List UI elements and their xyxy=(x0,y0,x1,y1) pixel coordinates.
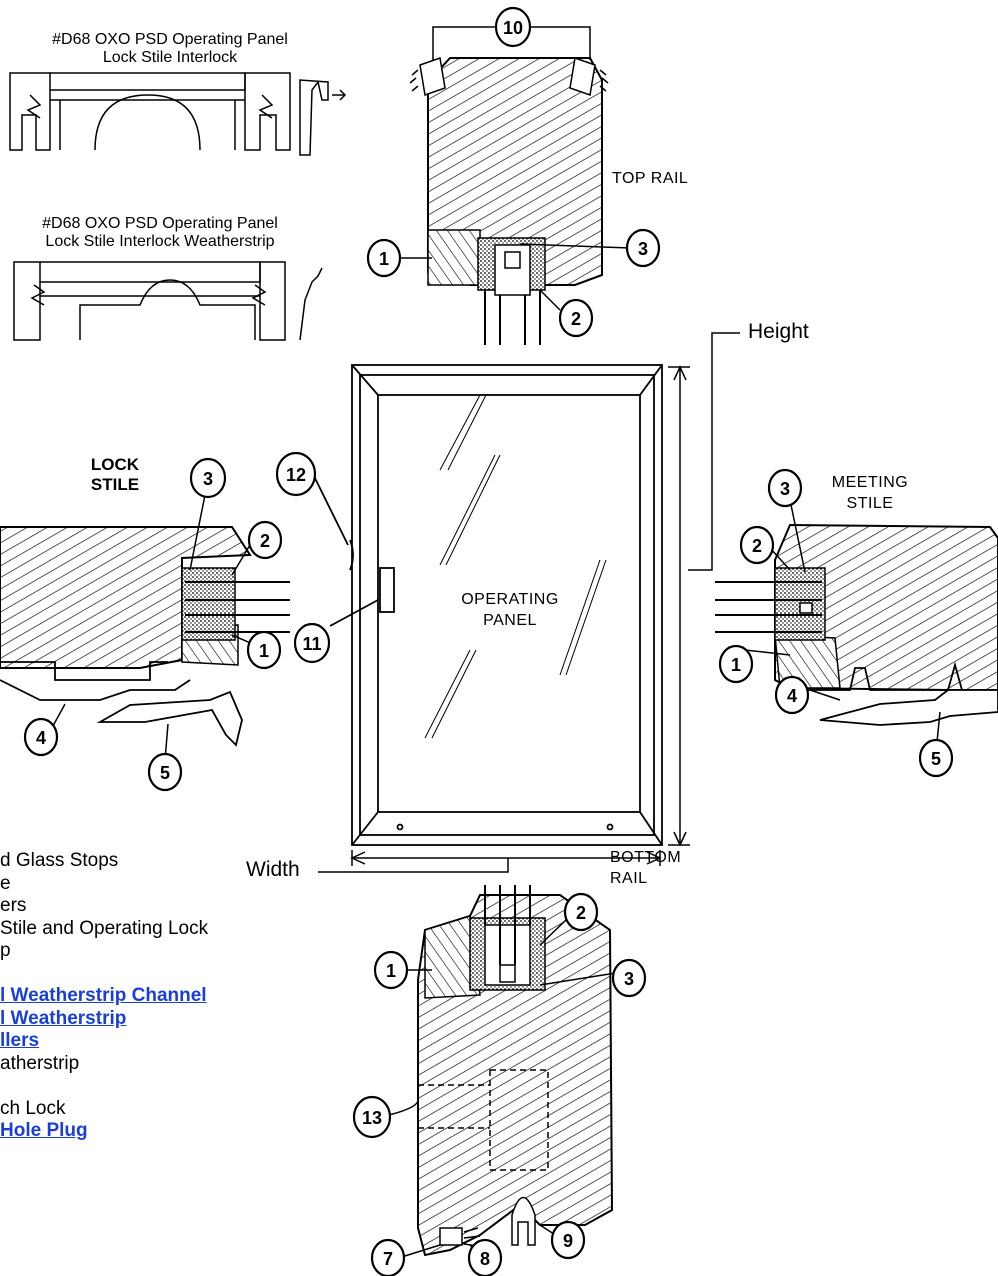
callout-meeting-1: 1 xyxy=(731,655,741,675)
weatherstrip-caption-line1: #D68 OXO PSD Operating Panel xyxy=(42,215,278,232)
operating-panel-label-line1: OPERATING xyxy=(461,591,559,608)
operating-panel-label-line2: PANEL xyxy=(483,612,537,629)
callout-top-2: 2 xyxy=(571,309,581,329)
lock-stile-label-line2: STILE xyxy=(90,475,140,494)
callout-panel-12: 12 xyxy=(286,465,306,485)
lock-stile-label-line1: LOCK xyxy=(90,455,140,474)
top-rail-label: TOP RAIL xyxy=(612,170,689,187)
legend-item: ch Lock xyxy=(0,1097,66,1119)
legend-item xyxy=(0,963,208,986)
callout-meeting-5: 5 xyxy=(931,749,941,769)
width-dimension-label: Width xyxy=(246,858,300,881)
callout-bottom-7: 7 xyxy=(383,1249,393,1269)
callout-lock-3: 3 xyxy=(203,469,213,489)
height-dimension-label: Height xyxy=(748,320,809,343)
meeting-stile-label-line2: STILE xyxy=(846,495,894,512)
bottom-rail-section xyxy=(384,885,623,1261)
callout-lock-1: 1 xyxy=(259,641,269,661)
legend-link-hole-plug[interactable]: Hole Plug xyxy=(0,1120,88,1141)
callout-top-3: 3 xyxy=(638,239,648,259)
legend-item: e xyxy=(0,872,11,894)
callout-bottom-13: 13 xyxy=(362,1108,382,1128)
callout-meeting-3: 3 xyxy=(780,479,790,499)
parts-legend: d Glass Stops e ers Stile and Operating … xyxy=(0,850,208,1143)
legend-item: d Glass Stops xyxy=(0,850,119,871)
legend-item xyxy=(0,1075,208,1098)
callout-top-1: 1 xyxy=(379,249,389,269)
interlock-caption-line1: #D68 OXO PSD Operating Panel xyxy=(52,31,288,48)
legend-item: atherstrip xyxy=(0,1052,80,1074)
callout-panel-11: 11 xyxy=(302,634,321,654)
meeting-stile-section xyxy=(715,499,998,753)
meeting-stile-label-line1: MEETING xyxy=(831,474,909,491)
legend-link-rollers[interactable]: llers xyxy=(0,1030,40,1051)
bottom-rail-label-line1: BOTTOM xyxy=(610,849,682,866)
callout-top-10: 10 xyxy=(503,18,523,38)
legend-item: Stile and Operating Lock xyxy=(0,917,209,939)
interlock-caption-line2: Lock Stile Interlock xyxy=(102,49,238,66)
callout-meeting-4: 4 xyxy=(787,686,797,706)
callout-bottom-2: 2 xyxy=(576,903,586,923)
dimension-lines xyxy=(318,332,740,873)
top-rail-section xyxy=(397,26,631,345)
bottom-rail-label-line2: RAIL xyxy=(610,870,648,887)
legend-item: ers xyxy=(0,895,27,916)
callout-lock-5: 5 xyxy=(160,763,170,783)
callout-meeting-2: 2 xyxy=(752,536,762,556)
legend-item: p xyxy=(0,940,11,961)
callout-bottom-3: 3 xyxy=(624,969,634,989)
interlock-profile-drawing xyxy=(9,72,347,156)
legend-link-weatherstrip[interactable]: l Weatherstrip xyxy=(0,1007,127,1029)
callout-bottom-1: 1 xyxy=(386,961,396,981)
legend-link-weatherstrip-channel[interactable]: l Weatherstrip Channel xyxy=(0,985,207,1006)
callout-lock-4: 4 xyxy=(36,728,46,748)
callout-lock-2: 2 xyxy=(260,531,270,551)
lock-stile-section xyxy=(0,494,290,761)
weatherstrip-caption-line2: Lock Stile Interlock Weatherstrip xyxy=(45,233,275,250)
weatherstrip-profile-drawing xyxy=(13,261,323,341)
callout-markers xyxy=(23,6,954,1276)
callout-bottom-9: 9 xyxy=(563,1231,573,1251)
callout-bottom-8: 8 xyxy=(480,1249,490,1269)
operating-panel-elevation xyxy=(309,364,663,846)
